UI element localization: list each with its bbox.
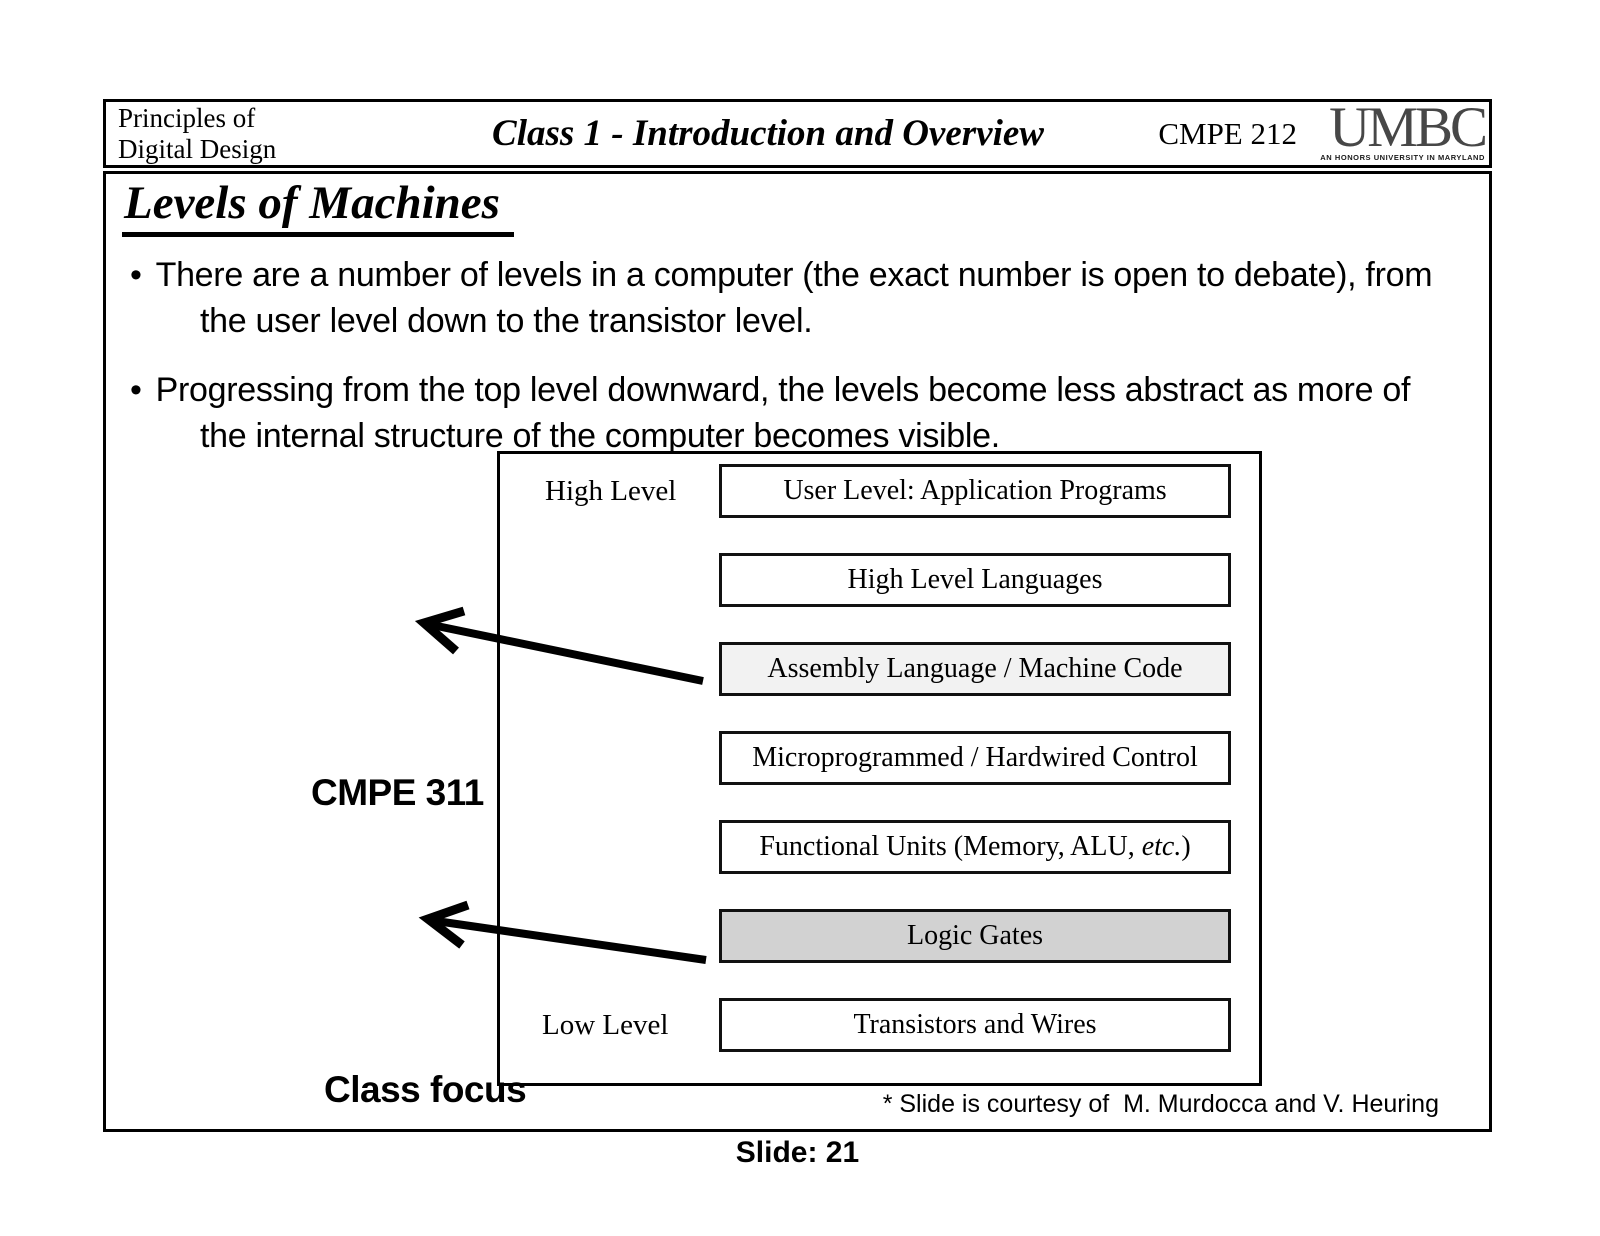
bullet-item: • Progressing from the top level downward… xyxy=(116,367,1452,459)
bullet-text: There are a number of levels in a comput… xyxy=(155,256,1433,340)
level-box: Functional Units (Memory, ALU, etc.) xyxy=(719,820,1231,874)
page-title: Levels of Machines xyxy=(122,176,514,237)
slide-number: Slide: 21 xyxy=(735,1136,860,1169)
course-code: CMPE 212 xyxy=(1158,116,1297,151)
umbc-logo-text: UMBC xyxy=(1329,96,1488,159)
course-name-line2: Digital Design xyxy=(118,134,277,164)
bullet-icon: • xyxy=(130,256,142,294)
bullet-icon: • xyxy=(130,371,142,409)
level-box-label: ) xyxy=(1181,831,1191,862)
level-box: Transistors and Wires xyxy=(719,998,1231,1052)
level-box: High Level Languages xyxy=(719,553,1231,607)
level-box-label: Functional Units (Memory, ALU, xyxy=(759,831,1142,862)
level-box-label: Assembly Language / Machine Code xyxy=(767,653,1183,684)
levels-diagram: High Level Low Level User Level: Applica… xyxy=(497,451,1262,1086)
level-box-label: etc. xyxy=(1141,831,1182,862)
course-name: Principles of Digital Design xyxy=(118,103,276,165)
level-box: Microprogrammed / Hardwired Control xyxy=(719,731,1231,785)
slide-body: Levels of Machines • There are a number o… xyxy=(103,171,1492,1132)
annotation-cmpe-311: CMPE 311 xyxy=(311,772,484,813)
level-box-label: User Level: Application Programs xyxy=(783,475,1167,506)
level-box-label: Microprogrammed / Hardwired Control xyxy=(752,742,1198,773)
annotation-class-focus: Class focus xyxy=(324,1069,527,1110)
low-level-label: Low Level xyxy=(542,1008,669,1041)
level-box-label: High Level Languages xyxy=(847,564,1103,595)
bullet-item: • There are a number of levels in a compu… xyxy=(116,252,1452,344)
level-box: User Level: Application Programs xyxy=(719,464,1231,518)
level-box: Logic Gates xyxy=(719,909,1231,963)
level-box-label: Transistors and Wires xyxy=(853,1009,1097,1040)
credit-note: * Slide is courtesy of M. Murdocca and V… xyxy=(882,1090,1439,1118)
high-level-label: High Level xyxy=(545,474,677,507)
level-box-label: Logic Gates xyxy=(906,920,1044,951)
class-title: Class 1 - Introduction and Overview xyxy=(492,113,1044,154)
bullet-text: Progressing from the top level downward,… xyxy=(155,371,1411,455)
course-name-line1: Principles of xyxy=(118,103,256,133)
slide-header: Principles of Digital Design Class 1 - I… xyxy=(103,99,1492,168)
bullet-list: • There are a number of levels in a compu… xyxy=(116,252,1452,482)
umbc-logo: UMBC AN HONORS UNIVERSITY IN MARYLAND xyxy=(1303,96,1488,167)
umbc-logo-tagline: AN HONORS UNIVERSITY IN MARYLAND xyxy=(1320,153,1485,162)
level-box: Assembly Language / Machine Code xyxy=(719,642,1231,696)
